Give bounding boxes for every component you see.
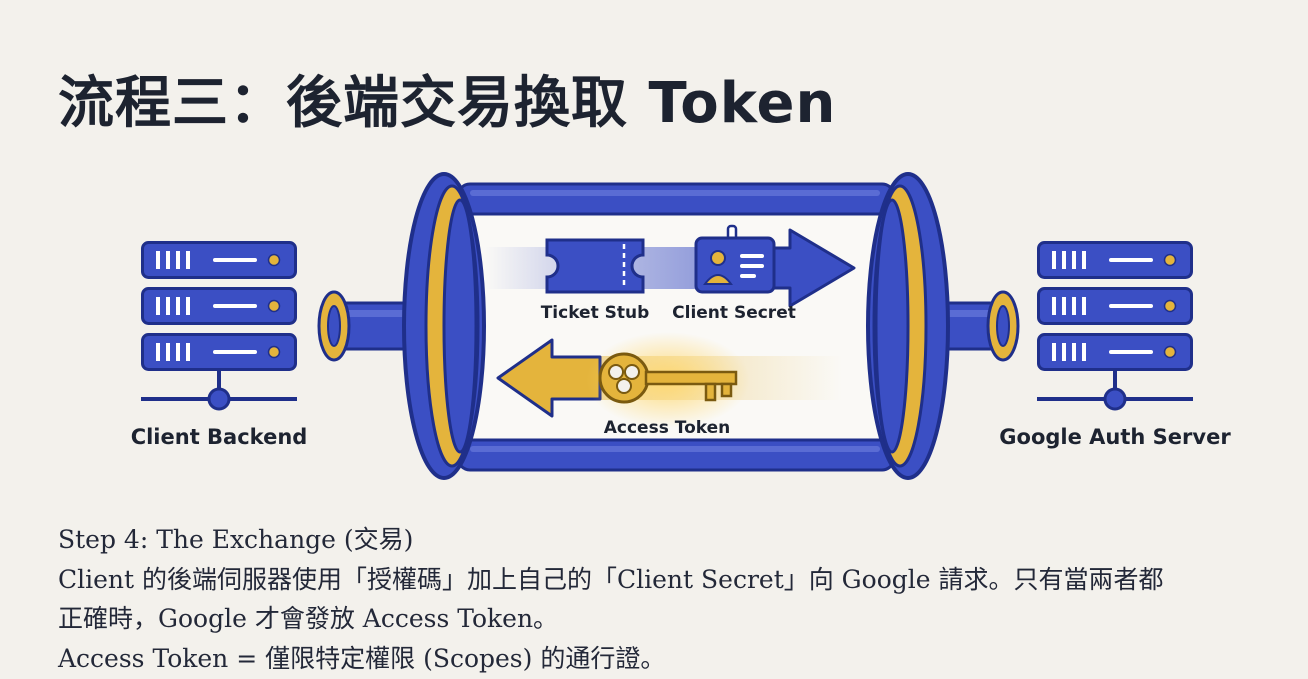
description-line-2: Client 的後端伺服器使用「授權碼」加上自己的「Client Secret」… [58, 564, 1164, 594]
left-pipe-connector [317, 290, 415, 362]
access-token-label: Access Token [603, 418, 731, 438]
client-backend-server-icon [141, 241, 297, 411]
description: Step 4: The Exchange (交易) Client 的後端伺服器使… [58, 520, 1298, 678]
ticket-stub-label: Ticket Stub [540, 303, 650, 323]
description-line-1: Step 4: The Exchange (交易) [58, 525, 414, 554]
ticket-icon [545, 238, 645, 294]
description-line-3: 正確時，Google 才會發放 Access Token。 [58, 604, 559, 633]
client-backend-label: Client Backend [130, 425, 308, 449]
exchange-chamber [402, 172, 950, 480]
id-badge-icon [694, 224, 776, 294]
google-auth-server-icon [1037, 241, 1193, 411]
google-auth-server-label: Google Auth Server [999, 425, 1231, 449]
description-line-4: Access Token = 僅限特定權限 (Scopes) 的通行證。 [58, 643, 666, 673]
key-icon [586, 332, 750, 428]
client-secret-label: Client Secret [672, 303, 796, 323]
page-title: 流程三：後端交易換取 Token [58, 71, 837, 136]
